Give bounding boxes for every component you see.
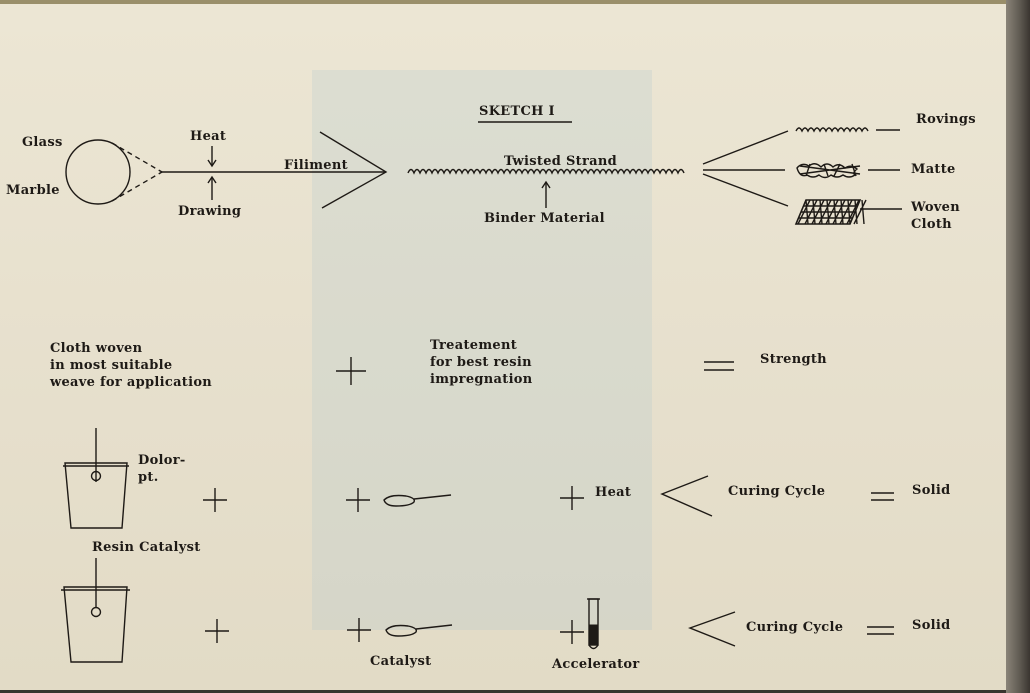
filiment-label: Filiment — [284, 158, 348, 173]
glass-label: Glass — [22, 135, 63, 150]
heat-arrow-head — [207, 159, 217, 168]
curing-cycle-row3: Curing Cycle — [728, 484, 826, 499]
heat-row3-label: Heat — [595, 485, 632, 500]
heat-label: Heat — [190, 129, 227, 144]
treatment-text: Treatement for best resin impregnation — [430, 338, 533, 387]
plus-row4-c — [560, 620, 584, 644]
binder-arrow-head — [541, 180, 551, 189]
spoon-row4 — [385, 624, 453, 637]
marble-label: Marble — [6, 183, 60, 198]
chevron-row3 — [660, 475, 713, 517]
plus-row3-b — [346, 488, 370, 512]
book-page — [0, 4, 1006, 690]
equals-row3 — [871, 492, 894, 501]
cup-row4 — [61, 558, 130, 663]
accelerator-label: Accelerator — [552, 657, 640, 672]
equals-row4 — [867, 626, 894, 635]
woven-cloth-label: Woven Cloth — [911, 200, 960, 232]
chevron-row4 — [688, 611, 736, 647]
matte-sample — [796, 163, 861, 179]
bleed-through-shade — [312, 70, 652, 630]
binder-material-label: Binder Material — [484, 211, 605, 226]
chevron-1 — [319, 131, 388, 209]
spoon-row3 — [383, 494, 452, 507]
rovings-strand — [795, 127, 869, 133]
dashed-cone-lower — [111, 171, 163, 202]
marble-circle — [65, 139, 131, 205]
solid-row4: Solid — [912, 618, 951, 633]
matte-label: Matte — [911, 162, 956, 177]
solid-row3: Solid — [912, 483, 951, 498]
dashed-cone-upper — [111, 142, 163, 173]
page-top-band — [0, 0, 1030, 5]
curing-cycle-row4: Curing Cycle — [746, 620, 844, 635]
plus-row4-b — [347, 618, 371, 642]
resin-catalyst-label: Resin Catalyst — [92, 540, 201, 555]
drawing-label: Drawing — [178, 204, 242, 219]
woven-cloth-sample — [794, 199, 867, 225]
cup-row3 — [63, 428, 129, 529]
plus-row3-a — [203, 488, 227, 512]
dolor-pt-label: Dolor- pt. — [138, 453, 186, 485]
plus-row3-c — [560, 486, 584, 510]
twisted-strand-line — [407, 168, 685, 175]
cloth-woven-text: Cloth woven in most suitable weave for a… — [50, 341, 213, 390]
drawing-arrow-head — [207, 175, 217, 184]
fan-line-bottom — [702, 173, 789, 207]
fan-line-top — [702, 130, 789, 165]
sketch-title: SKETCH I — [479, 104, 555, 119]
test-tube-accelerator — [587, 598, 600, 650]
twisted-strand-label: Twisted Strand — [504, 154, 617, 169]
book-edge — [1006, 0, 1030, 693]
strength-label: Strength — [760, 352, 827, 367]
rovings-label: Rovings — [916, 112, 976, 127]
plus-row4-a — [205, 619, 229, 643]
catalyst-label: Catalyst — [370, 654, 432, 669]
